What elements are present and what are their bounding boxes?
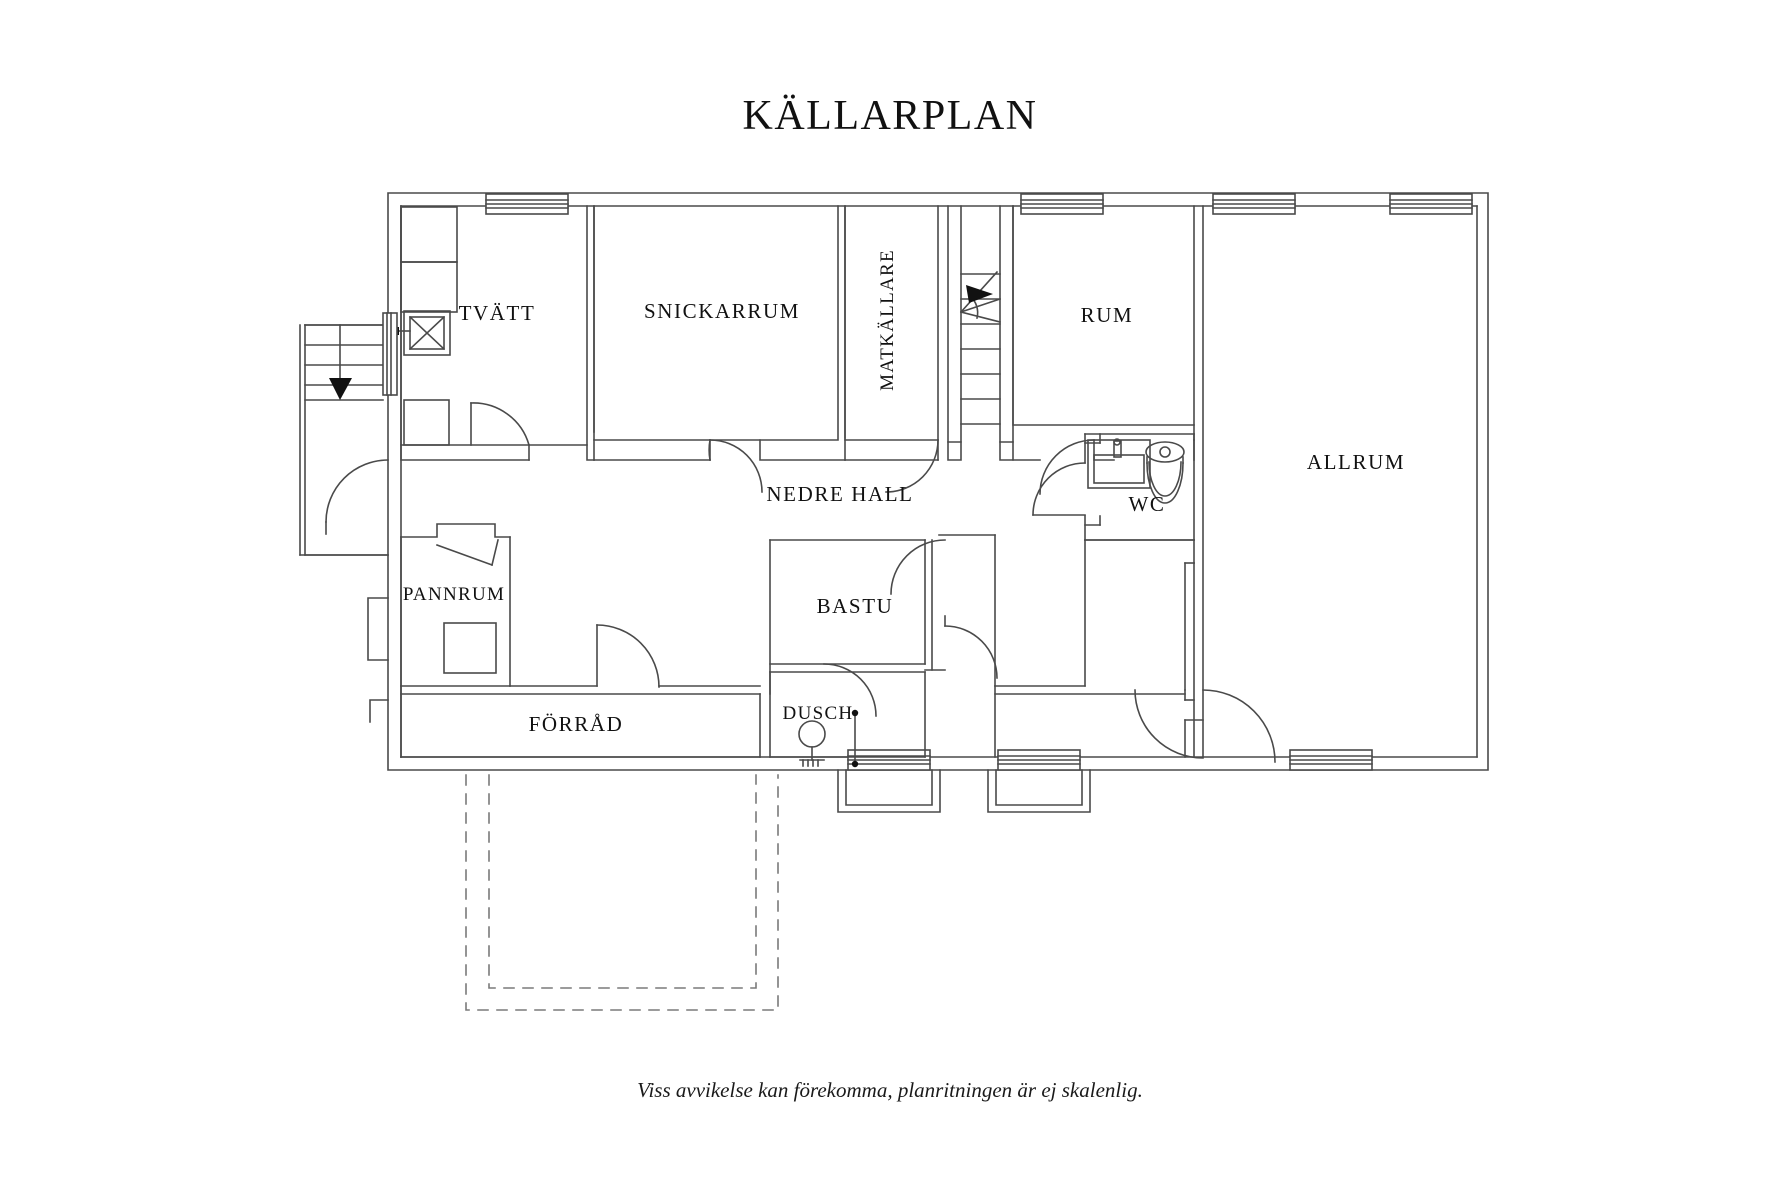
corridor-wall-right: [994, 534, 1195, 758]
page-title: KÄLLARPLAN: [742, 93, 1038, 139]
door-forrad: [596, 624, 660, 688]
light-well-dusch: [837, 769, 941, 813]
terrace-dashed-outline: [465, 774, 779, 1011]
door-entry: [325, 459, 389, 535]
counter-icon: [400, 206, 458, 313]
room-outline-bastu: [769, 539, 946, 695]
room-label-pannrum: PANNRUM: [403, 584, 505, 605]
shower-icon: [851, 709, 859, 768]
room-label-allrum: ALLRUM: [1307, 450, 1405, 474]
door-bastu: [890, 534, 996, 595]
room-outline-rum: [1012, 205, 1195, 426]
window-rum-top: [1020, 193, 1104, 215]
window-allrum-top-right: [1389, 193, 1473, 215]
staircase-icon: [959, 270, 1002, 425]
light-well-bastu: [987, 769, 1091, 813]
room-outline-matkallare: [844, 205, 939, 441]
room-outline-forrad: [400, 685, 761, 758]
door-snickarrum: [708, 439, 763, 493]
window-allrum-top-left: [1212, 193, 1296, 215]
exterior-entry-structure: [299, 324, 389, 556]
window-dusch-bottom: [847, 749, 931, 771]
room-label-bastu: BASTU: [817, 594, 894, 618]
room-outline-pannrum: [400, 523, 511, 687]
stair-down-arrow-icon: [329, 378, 352, 400]
room-label-tvatt: TVÄTT: [459, 301, 536, 325]
room-label-forrad: FÖRRÅD: [529, 712, 624, 736]
door-bastu-corridor: [944, 615, 998, 679]
room-label-matkallare: MATKÄLLARE: [877, 249, 898, 391]
window-bastu-bottom: [997, 749, 1081, 771]
room-label-dusch: DUSCH: [783, 703, 854, 724]
page-footnote: Viss avvikelse kan förekomma, planritnin…: [637, 1078, 1143, 1102]
room-label-wc: WC: [1128, 492, 1165, 516]
toilet-icon: [1145, 441, 1185, 504]
sink-icon: [1087, 438, 1151, 489]
stair-up-arrow-icon: [966, 285, 993, 303]
room-outline-dusch: [769, 671, 926, 758]
room-label-snickarrum: SNICKARRUM: [644, 299, 800, 323]
room-label-rum: RUM: [1081, 303, 1134, 327]
window-tvatt-side: [382, 312, 398, 396]
room-label-nedre-hall: NEDRE HALL: [766, 482, 913, 506]
door-tvatt: [470, 402, 530, 446]
door-wc: [1032, 462, 1086, 516]
window-tvatt-top: [485, 193, 569, 215]
hall-upper-wall: [400, 439, 1195, 461]
floor-drain-icon: [798, 720, 826, 767]
room-outline-allrum: [1193, 205, 1204, 758]
room-outline-snickarrum: [593, 205, 846, 441]
door-matkallare: [885, 439, 939, 493]
cabinet-icon: [403, 399, 450, 446]
door-dusch: [823, 663, 877, 717]
door-allrum: [1134, 689, 1276, 763]
window-allrum-bottom: [1289, 749, 1373, 771]
allrum-partition-walls: [1184, 539, 1204, 758]
room-outline-wc: [1084, 433, 1195, 541]
boiler-icon: [443, 622, 497, 674]
exterior-stairs-icon: [304, 324, 384, 401]
room-outline-tvatt: [400, 205, 595, 446]
door-rum: [1039, 439, 1095, 495]
exterior-chimney-bumpout: [367, 597, 389, 723]
